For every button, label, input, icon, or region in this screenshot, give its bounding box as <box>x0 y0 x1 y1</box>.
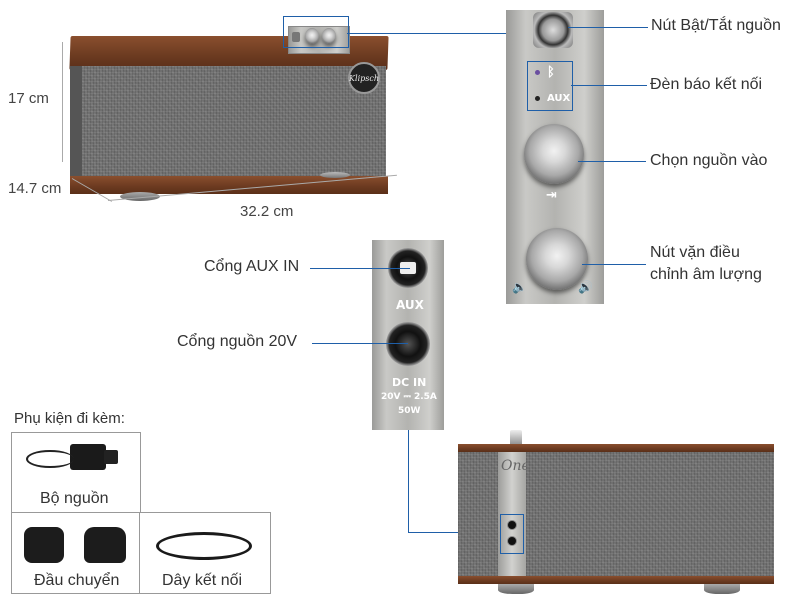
accessory-label-adapter: Bộ nguồn <box>40 490 109 507</box>
top-controls-connector <box>347 33 507 34</box>
back-grille-left <box>458 452 498 578</box>
power-adapter-plug <box>104 450 118 464</box>
accessory-label-plug: Đầu chuyển <box>34 572 120 589</box>
dc-rating-label: 20V ⎓ 2.5A <box>381 392 437 402</box>
back-ports-highlight <box>500 514 524 554</box>
aux-indicator-label: AUX <box>547 93 571 104</box>
input-selector-knob <box>524 124 584 184</box>
back-panel-connector-h <box>408 532 500 533</box>
connection-light-connector <box>571 85 647 86</box>
speaker-left-side <box>70 66 82 191</box>
back-top-knob <box>510 430 522 446</box>
back-grille-right <box>526 452 774 578</box>
power-port-label-callout: Cổng nguồn 20V <box>177 333 298 350</box>
back-top-wood <box>458 444 774 452</box>
aux-port-label-callout: Cổng AUX IN <box>204 258 300 275</box>
width-dim-label: 32.2 cm <box>240 203 294 220</box>
power-adapter-icon <box>70 444 106 470</box>
connection-light-label: Đèn báo kết nối <box>650 76 763 93</box>
power-button-label: Nút Bật/Tắt nguồn <box>651 17 781 34</box>
volume-low-icon: 🔈 <box>512 280 527 294</box>
top-controls-highlight <box>283 16 349 48</box>
speaker-bottom-wood <box>70 176 388 194</box>
depth-dim-label: 14.7 cm <box>8 180 62 197</box>
speaker-front-grille <box>72 66 386 178</box>
aux-led <box>535 96 540 101</box>
height-dim-label: 17 cm <box>8 90 49 107</box>
volume-knob-label-line2: chỉnh âm lượng <box>650 266 762 283</box>
back-foot-left <box>498 584 534 594</box>
volume-high-icon: 🔊 <box>578 280 593 294</box>
one-logo: One <box>501 458 530 474</box>
input-selector-connector <box>578 161 646 162</box>
klipsch-logo: Klipsch <box>348 62 380 94</box>
power-button <box>533 12 573 48</box>
aux-port-label: AUX <box>396 298 424 312</box>
speaker-back-view: One <box>458 430 776 594</box>
accessory-label-cable: Dây kết nối <box>162 572 243 589</box>
plug-adapter-icon-1 <box>24 527 64 563</box>
accessories-title: Phụ kiện đi kèm: <box>14 410 125 427</box>
volume-knob-connector <box>582 264 646 265</box>
top-switch <box>292 32 300 42</box>
speaker-main-view: Klipsch <box>69 22 390 207</box>
top-knob-2 <box>322 28 336 44</box>
back-center-strip <box>498 452 526 578</box>
aux-cable-icon <box>156 532 252 560</box>
top-knob-1 <box>305 28 319 44</box>
bluetooth-icon: ᛒ <box>547 65 555 80</box>
plug-adapter-icon-2 <box>84 527 126 563</box>
power-button-connector <box>568 27 648 28</box>
volume-knob-label-line1: Nút vặn điều <box>650 244 740 261</box>
back-bottom-wood <box>458 576 774 584</box>
dc-in-jack <box>386 322 430 366</box>
dc-watt-label: 50W <box>398 406 421 416</box>
bt-led <box>535 70 540 75</box>
power-adapter-cable <box>26 450 74 468</box>
back-panel-connector-v <box>408 430 409 532</box>
back-foot-right <box>704 584 740 594</box>
power-port-connector <box>312 343 408 344</box>
back-port-dc <box>507 536 517 546</box>
back-port-aux <box>507 520 517 530</box>
input-selector-label: Chọn nguồn vào <box>650 152 768 169</box>
aux-port-connector <box>310 268 410 269</box>
dc-in-label: DC IN <box>392 376 427 389</box>
volume-knob <box>526 228 588 290</box>
height-dim-line <box>62 42 63 162</box>
input-source-icon: ⇥ <box>546 188 557 203</box>
speaker-foot-right <box>320 172 350 178</box>
connection-light-box <box>527 61 573 111</box>
